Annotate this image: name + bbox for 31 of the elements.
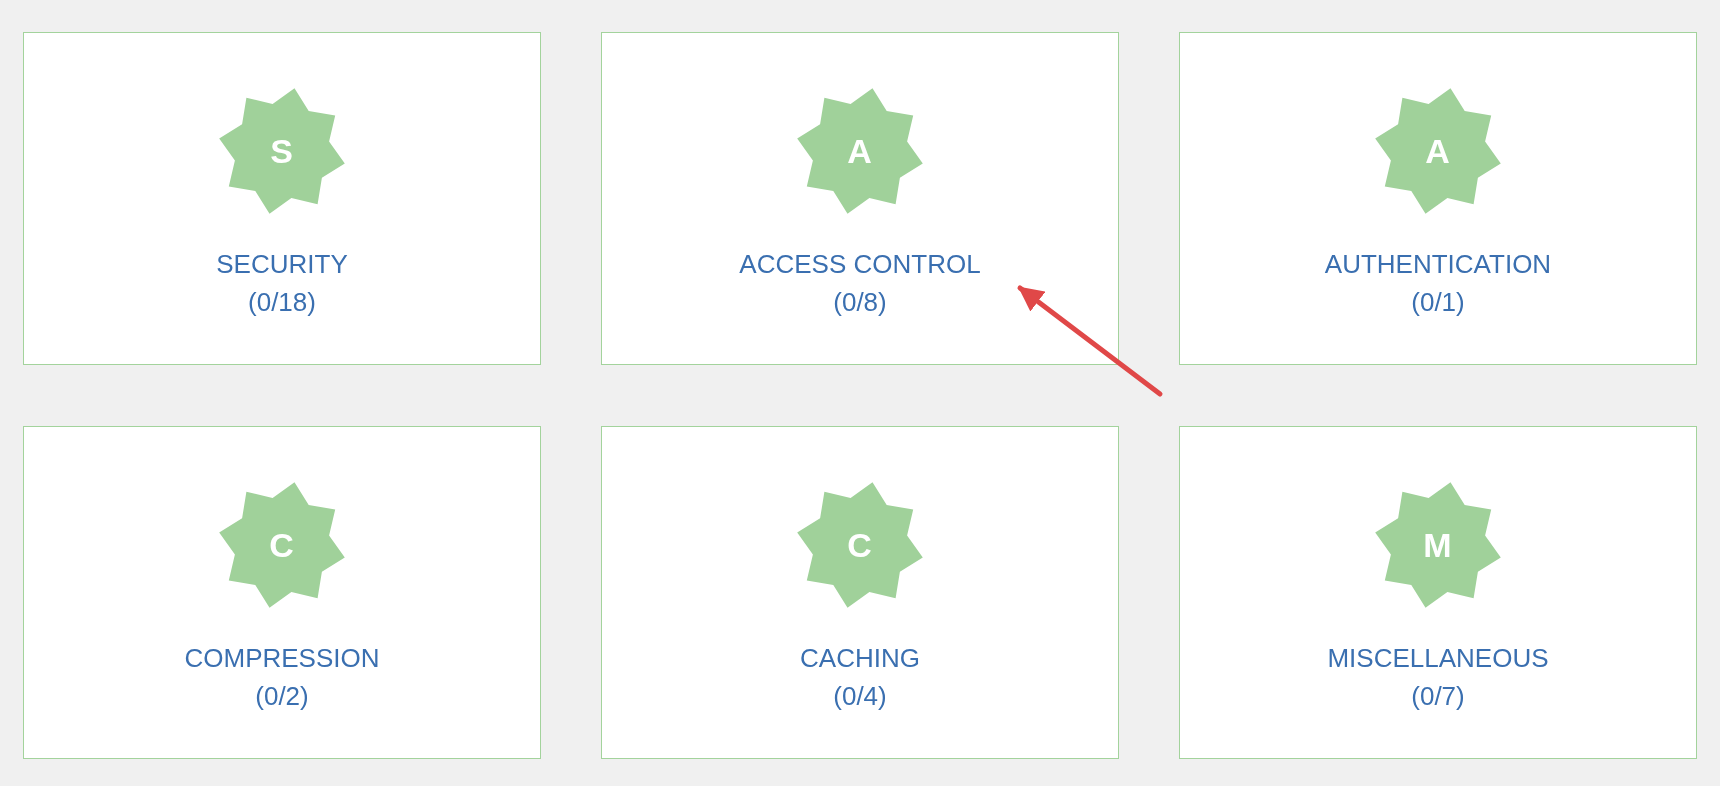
star-badge <box>216 480 347 610</box>
progress-count: (0/4) <box>833 680 887 712</box>
star-badge <box>216 86 347 216</box>
arrow <box>1017 285 1163 397</box>
progress-count: (0/2) <box>255 680 309 712</box>
category-title: COMPRESSION <box>184 642 380 674</box>
category-title: AUTHENTICATION <box>1324 248 1552 280</box>
badge-letter: C <box>847 528 872 562</box>
category-card <box>23 426 541 759</box>
category-title: ACCESS CONTROL <box>739 248 981 280</box>
star-badge <box>1372 480 1503 610</box>
category-card <box>601 32 1119 365</box>
badge-letter: S <box>270 134 293 168</box>
category-card <box>1179 426 1697 759</box>
progress-count: (0/7) <box>1411 680 1465 712</box>
badge-letter: C <box>269 528 294 562</box>
star-badge <box>1372 86 1503 216</box>
star-badge <box>794 86 925 216</box>
category-title: MISCELLANEOUS <box>1327 642 1549 674</box>
category-title: CACHING <box>800 642 920 674</box>
category-card <box>1179 32 1697 365</box>
category-title: SECURITY <box>216 248 348 280</box>
progress-count: (0/8) <box>833 286 887 318</box>
category-card <box>601 426 1119 759</box>
progress-count: (0/18) <box>248 286 316 318</box>
badge-letter: A <box>1425 134 1450 168</box>
badge-letter: M <box>1423 528 1452 562</box>
category-card <box>23 32 541 365</box>
star-badge <box>794 480 925 610</box>
progress-count: (0/1) <box>1411 286 1465 318</box>
badge-letter: A <box>847 134 872 168</box>
